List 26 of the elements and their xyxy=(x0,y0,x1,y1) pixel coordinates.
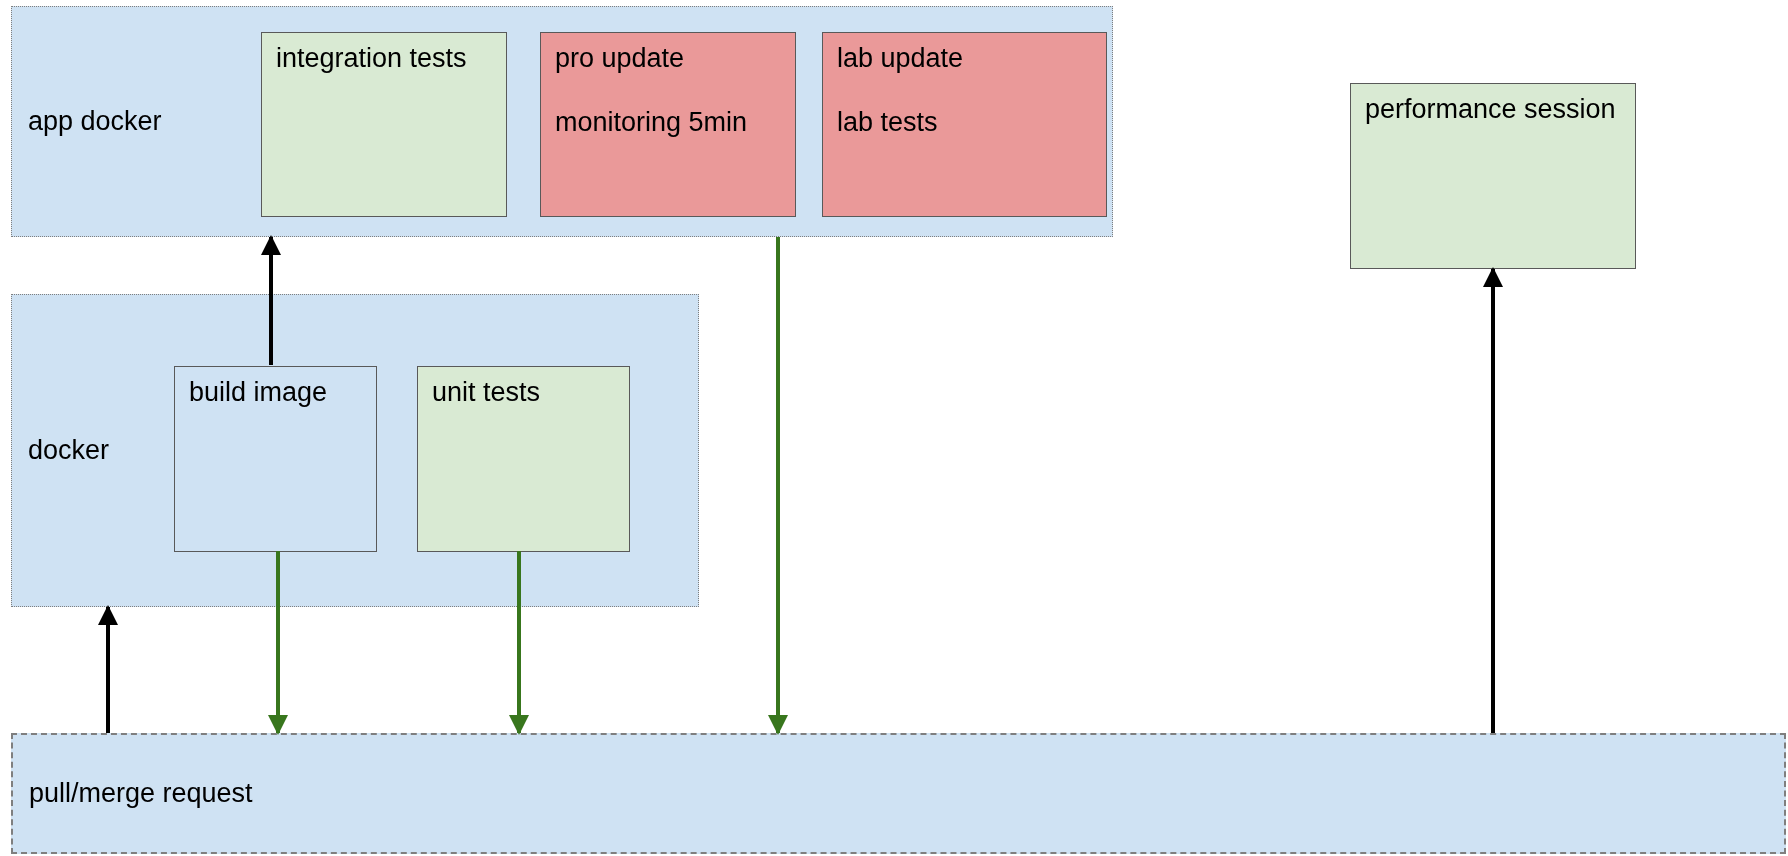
arrow xyxy=(268,551,288,735)
node-label: monitoring 5min xyxy=(555,106,749,139)
node-label: unit tests xyxy=(432,377,542,409)
node-label: pro update xyxy=(555,43,686,75)
process-box xyxy=(261,32,507,217)
group-band xyxy=(11,294,699,607)
process-box xyxy=(417,366,630,552)
node-label: lab tests xyxy=(837,106,939,139)
node-label: integration tests xyxy=(276,43,468,75)
node-label: lab update xyxy=(837,43,965,75)
group-band xyxy=(11,733,1786,854)
process-box xyxy=(1350,83,1636,269)
node-label: docker xyxy=(28,434,110,467)
node-label: pull/merge request xyxy=(29,777,254,810)
process-box xyxy=(540,32,796,217)
node-label: build image xyxy=(189,377,329,409)
process-box xyxy=(174,366,377,552)
arrow xyxy=(509,551,529,735)
process-box xyxy=(822,32,1107,217)
arrow xyxy=(98,605,118,733)
arrow xyxy=(1483,267,1503,733)
arrow xyxy=(768,237,788,735)
arrow xyxy=(261,235,281,365)
group-band xyxy=(11,6,1113,237)
node-label: performance session xyxy=(1365,94,1617,126)
node-label: app docker xyxy=(28,105,162,138)
